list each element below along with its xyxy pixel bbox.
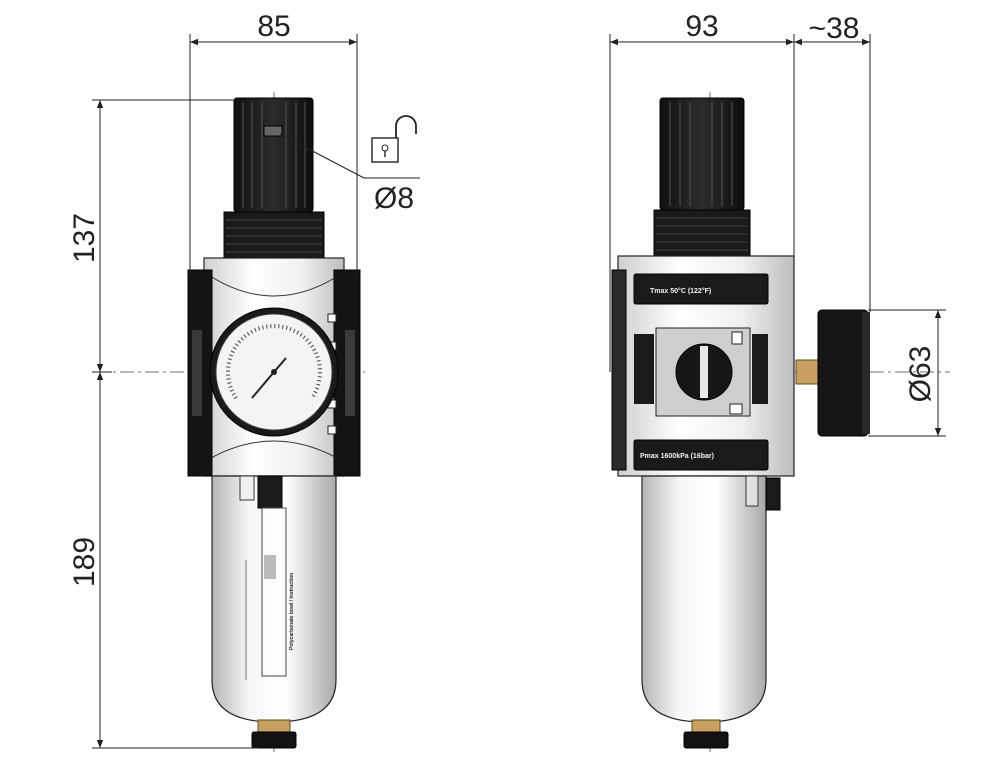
unlock-padlock-icon (371, 115, 417, 163)
filter-bowl-side (641, 475, 781, 749)
dim-85-label: 85 (257, 10, 290, 43)
filter-bowl: Polycarbonate bowl / Instruction (211, 475, 337, 749)
lock-callout: Ø8 (279, 115, 420, 215)
front-view: Polycarbonate bowl / Instruction 85 137 … (68, 10, 420, 752)
front-bowl-label: Polycarbonate bowl / Instruction (289, 573, 295, 650)
dim-diameter-8-label: Ø8 (374, 182, 414, 215)
dim-gauge-diameter: Ø63 (868, 309, 946, 437)
dim-lower-height: 189 (68, 372, 258, 749)
dim-upper-height: 137 (68, 99, 234, 373)
pressure-gauge-side (795, 309, 870, 437)
dim-137-label: 137 (68, 213, 101, 263)
side-view: Tmax 50°C (122°F) Pmax 1600kPa (16bar) (609, 10, 950, 752)
dim-38-label: ~38 (809, 12, 860, 45)
adjusting-knob (223, 97, 325, 259)
regulator-body-side: Tmax 50°C (122°F) Pmax 1600kPa (16bar) (611, 255, 795, 477)
dim-width-left: 85 (189, 10, 358, 276)
dim-diameter-63-label: Ø63 (904, 346, 937, 403)
top-plate-label: Tmax 50°C (122°F) (650, 287, 711, 295)
dim-gauge-offset: ~38 (794, 12, 871, 312)
dim-width-right: 93 (609, 10, 795, 372)
dim-93-label: 93 (685, 10, 718, 43)
adjusting-knob-side (653, 97, 751, 257)
pressure-gauge-front (209, 307, 339, 437)
bottom-plate-label: Pmax 1600kPa (16bar) (640, 453, 714, 460)
dim-189-label: 189 (68, 537, 101, 587)
